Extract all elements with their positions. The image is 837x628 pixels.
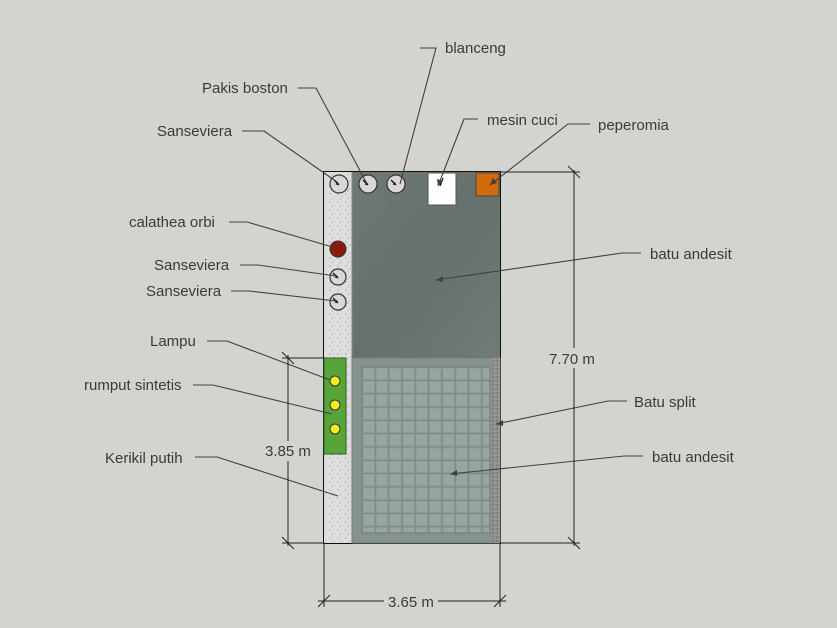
dimension-height-total: 7.70 m — [549, 351, 595, 368]
dimension-width: 3.65 m — [388, 594, 434, 611]
label-sanseviera-low: Sanseviera — [146, 283, 222, 300]
sanseviera-low-icon — [329, 293, 347, 311]
split-stone-strip — [491, 358, 500, 543]
label-lampu: Lampu — [150, 333, 196, 350]
label-mesin-cuci: mesin cuci — [487, 112, 558, 129]
label-pakis-boston: Pakis boston — [202, 80, 288, 97]
lamp-icon — [329, 423, 341, 435]
washing-machine — [427, 172, 457, 206]
label-blanceng: blanceng — [445, 40, 506, 57]
sanseviera-top-icon — [329, 174, 349, 194]
label-batu-split: Batu split — [634, 394, 697, 411]
peperomia-pot — [475, 172, 500, 197]
label-sanseviera-mid: Sanseviera — [154, 257, 230, 274]
blanceng-icon — [386, 174, 406, 194]
label-peperomia: peperomia — [598, 117, 670, 134]
pakis-boston-icon — [358, 174, 378, 194]
andesite-tiles-lower — [361, 366, 491, 534]
lamp-icon — [329, 399, 341, 411]
andesite-paving-upper — [352, 172, 500, 358]
calathea-orbi-icon — [329, 240, 347, 258]
label-rumput-sintetis: rumput sintetis — [84, 377, 182, 394]
label-calathea-orbi: calathea orbi — [129, 214, 215, 231]
label-kerikil-putih: Kerikil putih — [105, 450, 183, 467]
dimension-height-half: 3.85 m — [265, 443, 311, 460]
label-batu-andesit-upper: batu andesit — [650, 246, 733, 263]
label-batu-andesit-lower: batu andesit — [652, 449, 735, 466]
lamp-icon — [329, 375, 341, 387]
sanseviera-mid-icon — [329, 268, 347, 286]
leader-lines — [193, 47, 643, 497]
label-sanseviera-top: Sanseviera — [157, 123, 233, 140]
